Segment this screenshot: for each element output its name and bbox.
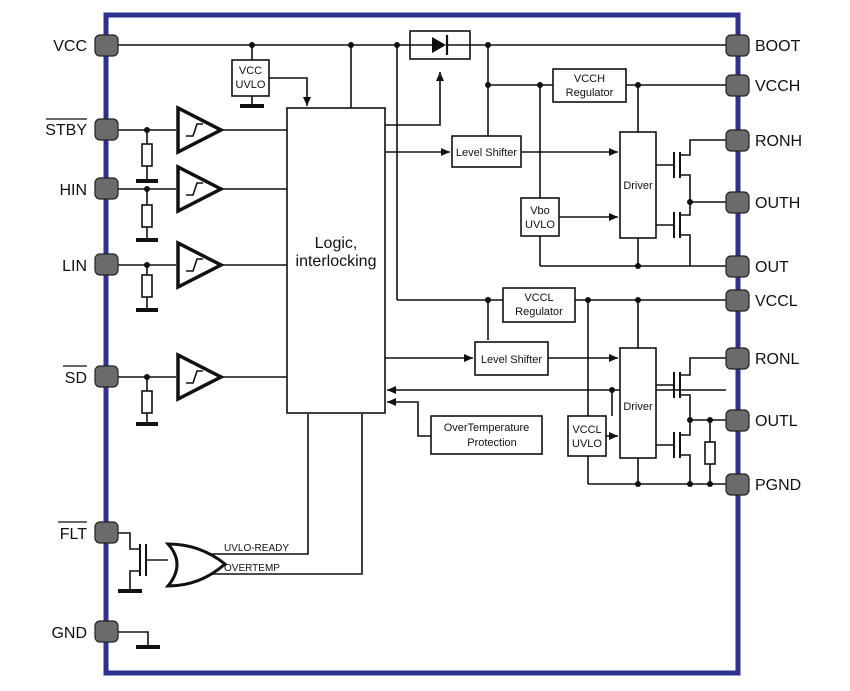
vccl-reg-label-2: Regulator <box>515 306 563 318</box>
pin-vccl: VCCL <box>725 289 798 312</box>
schmitt-buffer-sd <box>176 352 225 402</box>
or-gate <box>164 542 228 588</box>
pin-sd: SD <box>63 365 119 388</box>
junction-dots <box>144 42 713 487</box>
vccl-reg-label-1: VCCL <box>524 292 553 304</box>
pin-stby: STBY <box>45 118 119 141</box>
pin-label-pgnd: PGND <box>755 477 801 494</box>
vccl-uvlo-block: VCCL UVLO <box>567 415 607 457</box>
pin-label-gnd: GND <box>51 625 87 642</box>
wires <box>118 44 726 649</box>
level-shifter-high-label: Level Shifter <box>456 147 517 159</box>
pin-label-ronh: RONH <box>755 133 802 150</box>
pin-ronh: RONH <box>725 129 802 152</box>
logic-block: Logic, interlocking <box>286 107 386 414</box>
level-shifter-low-label: Level Shifter <box>481 354 542 366</box>
vcch-reg-label-2: Regulator <box>566 87 614 99</box>
schmitt-buffers <box>176 105 225 402</box>
pin-label-ronl: RONL <box>755 351 800 368</box>
pin-label-boot: BOOT <box>755 38 801 55</box>
pin-ronl: RONL <box>725 347 800 370</box>
pin-outl: OUTL <box>725 409 798 432</box>
vcch-regulator-block: VCCH Regulator <box>552 68 627 103</box>
logic-label-1: Logic, <box>315 235 358 252</box>
vcc-uvlo-label-2: UVLO <box>236 79 266 91</box>
pin-label-vcc: VCC <box>53 38 87 55</box>
schmitt-buffer-lin <box>176 240 225 290</box>
pin-label-out: OUT <box>755 259 789 276</box>
pin-gnd: GND <box>51 620 119 643</box>
driver-high-label: Driver <box>623 180 653 192</box>
pin-label-stby: STBY <box>45 122 87 139</box>
pin-label-vcch: VCCH <box>755 78 800 95</box>
pin-boot: BOOT <box>725 34 801 57</box>
pin-lin: LIN <box>62 253 119 276</box>
overtemperature-protection-block: OverTemperature Protection <box>430 415 543 455</box>
pin-label-lin: LIN <box>62 258 87 275</box>
overtemp-label: OVERTEMP <box>224 563 280 574</box>
pin-pgnd: PGND <box>725 473 801 496</box>
vccl-uvlo-label-2: UVLO <box>572 438 602 450</box>
input-resistors <box>141 143 153 414</box>
vcch-reg-label-1: VCCH <box>574 73 605 85</box>
pin-hin: HIN <box>59 177 119 200</box>
bootstrap-diode <box>409 30 471 60</box>
vbo-uvlo-label-1: Vbo <box>530 205 550 217</box>
driver-low-label: Driver <box>623 401 653 413</box>
level-shifter-high: Level Shifter <box>451 135 522 168</box>
driver-low-block: Driver <box>619 347 657 459</box>
vccl-regulator-block: VCCL Regulator <box>502 287 576 323</box>
pin-out: OUT <box>725 255 789 278</box>
schmitt-buffer-stby <box>176 105 225 155</box>
pin-label-outl: OUTL <box>755 413 798 430</box>
vccl-uvlo-label-1: VCCL <box>572 424 601 436</box>
pin-label-flt: FLT <box>60 526 87 543</box>
pin-label-outh: OUTH <box>755 195 800 212</box>
vcc-uvlo-block: VCC UVLO <box>231 59 270 97</box>
pin-vcch: VCCH <box>725 74 800 97</box>
driver-high-block: Driver <box>619 131 657 239</box>
level-shifter-low: Level Shifter <box>474 341 549 376</box>
pin-outh: OUTH <box>725 191 800 214</box>
otp-label-2: Protection <box>467 437 517 449</box>
otp-label-1: OverTemperature <box>444 422 530 434</box>
vbo-uvlo-label-2: UVLO <box>525 219 555 231</box>
pin-vcc: VCC <box>53 34 119 57</box>
schmitt-buffer-hin <box>176 164 225 214</box>
pin-label-sd: SD <box>65 370 87 387</box>
chip-outline <box>103 12 741 676</box>
vbo-uvlo-block: Vbo UVLO <box>520 197 560 237</box>
pin-flt: FLT <box>58 521 119 544</box>
pin-label-hin: HIN <box>59 182 87 199</box>
uvlo-ready-label: UVLO-READY <box>224 543 289 554</box>
pin-label-vccl: VCCL <box>755 293 798 310</box>
vcc-uvlo-label-1: VCC <box>239 65 262 77</box>
logic-label-2: interlocking <box>296 253 377 270</box>
